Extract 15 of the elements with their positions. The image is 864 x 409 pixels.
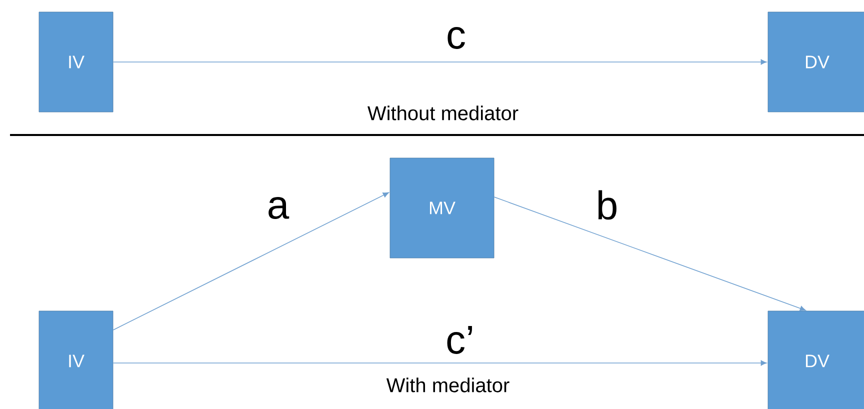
arrow (112, 192, 389, 330)
edge-label: a (268, 197, 290, 219)
edge-label: c’ (447, 326, 472, 354)
variable-box: IV (38, 310, 114, 409)
variable-box: MV (390, 158, 494, 258)
variable-box: IV (38, 12, 114, 112)
variable-box: DV (768, 310, 864, 409)
arrow (112, 360, 767, 366)
caption-text: Without mediator (368, 106, 518, 120)
arrow (112, 59, 767, 65)
caption-text: With mediator (386, 378, 510, 392)
variable-box: DV (768, 12, 864, 112)
edge-label: c (448, 27, 465, 49)
edge-label: b (598, 190, 616, 220)
arrow (494, 196, 806, 312)
